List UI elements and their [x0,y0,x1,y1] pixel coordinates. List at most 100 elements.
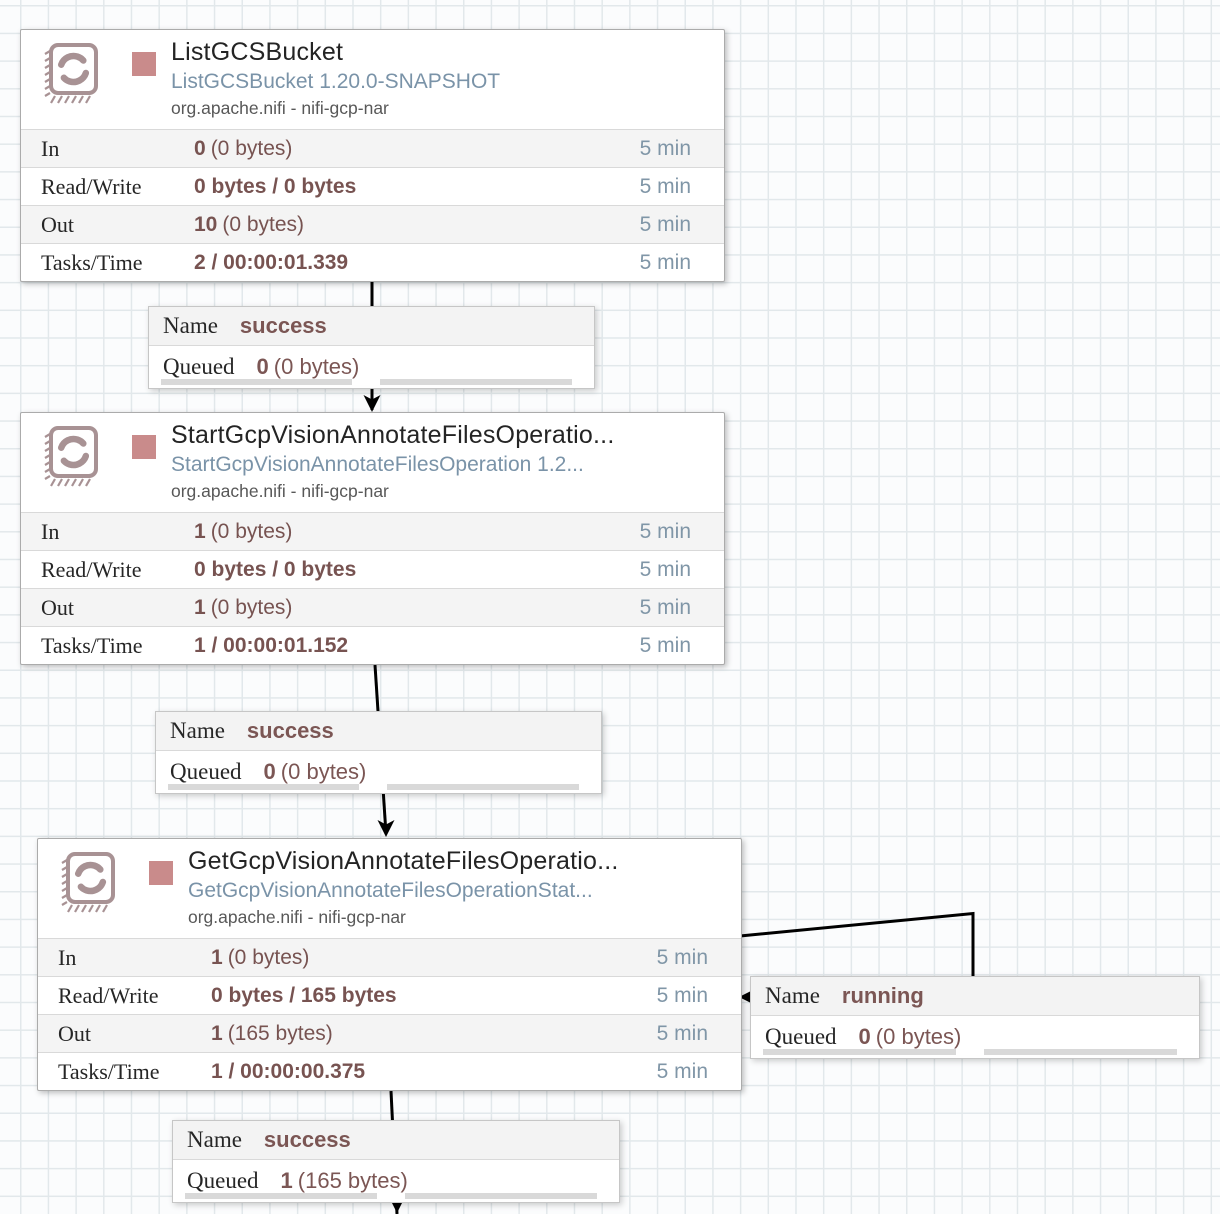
processor-type: ListGCSBucket 1.20.0-SNAPSHOT [171,70,501,93]
queue-size-bar [380,379,572,385]
processor-startgcpvision[interactable]: StartGcpVisionAnnotateFilesOperatio... S… [20,412,725,665]
stat-value-bold: 1 [211,945,223,969]
queued-key: Queued [187,1168,259,1193]
queued-count: 0 [858,1024,871,1049]
stat-window: 5 min [639,212,691,236]
stat-window: 5 min [656,1059,708,1083]
stat-label: In [41,518,60,544]
connection-queued-row: Queued 1(165 bytes) [173,1160,619,1202]
stat-window: 5 min [656,1021,708,1045]
stat-value-bold: 2 / 00:00:01.339 [194,250,349,274]
stat-value-bold: 10 [194,212,218,236]
name-key: Name [163,313,218,338]
stat-label: In [58,944,77,970]
stat-value-bold: 1 [194,595,206,619]
processor-header: StartGcpVisionAnnotateFilesOperatio... S… [21,413,724,512]
stat-value-bold: 1 [211,1021,223,1045]
processor-stamp-icon [44,426,98,487]
processor-header: ListGCSBucket ListGCSBucket 1.20.0-SNAPS… [21,30,724,129]
stat-row-readwrite: Read/Write 0 bytes / 165 bytes 5 min [38,976,741,1014]
connection-label-running[interactable]: Name running Queued 0(0 bytes) [750,976,1200,1059]
stat-window: 5 min [656,945,708,969]
queued-count: 1 [280,1168,293,1193]
stat-row-out: Out 1(165 bytes) 5 min [38,1014,741,1052]
processor-type: GetGcpVisionAnnotateFilesOperationStat..… [188,879,593,902]
queued-size: (0 bytes) [875,1024,962,1049]
stat-value-rest: (0 bytes) [222,212,305,236]
stat-value-rest: (165 bytes) [227,1021,333,1045]
queue-count-bar [168,784,360,790]
run-status-stopped-icon [132,52,156,76]
stat-row-tasks: Tasks/Time 2 / 00:00:01.339 5 min [21,243,724,281]
relationship-name: success [263,1127,351,1152]
queued-size: (0 bytes) [280,759,367,784]
arrowhead-icon[interactable] [363,395,381,412]
stat-label: Out [58,1020,91,1046]
stat-row-tasks: Tasks/Time 1 / 00:00:00.375 5 min [38,1052,741,1090]
stat-label: Out [41,594,74,620]
name-key: Name [765,983,820,1008]
queued-count: 0 [256,354,269,379]
processor-type: StartGcpVisionAnnotateFilesOperation 1.2… [171,453,584,476]
connection-queued-row: Queued 0(0 bytes) [751,1016,1199,1058]
queue-count-bar [161,379,353,385]
queued-key: Queued [170,759,242,784]
processor-getgcpvision[interactable]: GetGcpVisionAnnotateFilesOperatio... Get… [37,838,742,1091]
stat-value-rest: (0 bytes) [210,136,293,160]
stat-label: Read/Write [41,556,142,582]
stat-row-out: Out 10(0 bytes) 5 min [21,205,724,243]
stat-label: Tasks/Time [41,249,143,275]
processor-name: ListGCSBucket [171,38,344,66]
processor-bundle: org.apache.nifi - nifi-gcp-nar [171,98,389,118]
stat-row-readwrite: Read/Write 0 bytes / 0 bytes 5 min [21,550,724,588]
queued-key: Queued [163,354,235,379]
stat-row-in: In 1(0 bytes) 5 min [38,938,741,976]
stat-row-readwrite: Read/Write 0 bytes / 0 bytes 5 min [21,167,724,205]
stat-window: 5 min [639,250,691,274]
connection-label-success-3[interactable]: Name success Queued 1(165 bytes) [172,1120,620,1203]
stat-window: 5 min [639,519,691,543]
connection-label-success-1[interactable]: Name success Queued 0(0 bytes) [148,306,595,389]
processor-stamp-icon [44,43,98,104]
stat-value-rest: (0 bytes) [210,595,293,619]
arrowhead-icon[interactable] [377,820,395,837]
stat-row-out: Out 1(0 bytes) 5 min [21,588,724,626]
stat-label: Read/Write [58,982,159,1008]
queued-count: 0 [263,759,276,784]
stat-window: 5 min [639,174,691,198]
run-status-stopped-icon [149,861,173,885]
relationship-name: success [246,718,334,743]
stat-window: 5 min [639,595,691,619]
relationship-name: running [841,983,924,1008]
stat-window: 5 min [639,557,691,581]
stat-value-bold: 1 / 00:00:00.375 [211,1059,366,1083]
stat-window: 5 min [639,633,691,657]
connection-name-row: Name success [156,712,601,751]
queue-size-bar [404,1193,597,1199]
stat-label: Tasks/Time [58,1058,160,1084]
run-status-stopped-icon [132,435,156,459]
stat-label: Read/Write [41,173,142,199]
queued-size: (165 bytes) [297,1168,408,1193]
queue-count-bar [185,1193,377,1199]
processor-listgcsbucket[interactable]: ListGCSBucket ListGCSBucket 1.20.0-SNAPS… [20,29,725,282]
connection-name-row: Name success [173,1121,619,1160]
stat-value-bold: 0 [194,136,206,160]
connection-name-row: Name running [751,977,1199,1016]
processor-name: StartGcpVisionAnnotateFilesOperatio... [171,421,615,449]
stat-label: Out [41,211,74,237]
stat-value-bold: 0 bytes / 0 bytes [194,557,357,581]
connection-queued-row: Queued 0(0 bytes) [156,751,601,793]
processor-bundle: org.apache.nifi - nifi-gcp-nar [188,907,406,927]
stat-value-bold: 0 bytes / 0 bytes [194,174,357,198]
processor-header: GetGcpVisionAnnotateFilesOperatio... Get… [38,839,741,938]
stat-window: 5 min [639,136,691,160]
queued-size: (0 bytes) [273,354,360,379]
connection-label-success-2[interactable]: Name success Queued 0(0 bytes) [155,711,602,794]
stat-row-tasks: Tasks/Time 1 / 00:00:01.152 5 min [21,626,724,664]
stat-window: 5 min [656,983,708,1007]
queue-size-bar [387,784,579,790]
name-key: Name [170,718,225,743]
stat-value-bold: 1 [194,519,206,543]
